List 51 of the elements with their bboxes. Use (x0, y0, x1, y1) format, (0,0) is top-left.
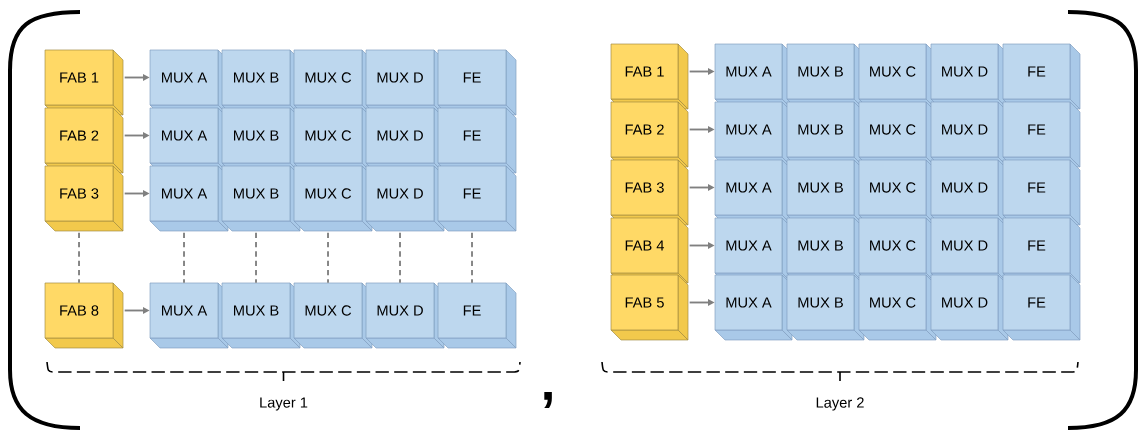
cube-box: MUX C (293, 282, 373, 349)
layer-label: Layer 1 (260, 397, 308, 411)
cube-box: MUX D (365, 165, 445, 232)
cube-box: MUX D (930, 274, 1009, 341)
cube-box: FAB 3 (44, 165, 124, 232)
dotted-line (327, 231, 329, 284)
layer-label: Layer 2 (816, 397, 864, 411)
dotted-line (183, 231, 185, 284)
cube-box: MUX D (930, 43, 1009, 110)
cube-box: FE (1002, 274, 1081, 341)
cube-box: MUX B (786, 101, 865, 168)
cube-box: MUX C (293, 165, 373, 232)
cube-box: MUX A (149, 282, 229, 349)
cube-box: MUX B (221, 49, 301, 116)
cube-box: MUX D (930, 159, 1009, 226)
cube-box: MUX B (786, 274, 865, 341)
cube-box: MUX D (365, 107, 445, 174)
cube-box: MUX D (930, 101, 1009, 168)
cube-box: MUX A (149, 107, 229, 174)
cube-box: FE (437, 165, 517, 232)
cube-box: MUX B (221, 107, 301, 174)
comma: , (544, 391, 552, 409)
cube-box: MUX B (786, 217, 865, 284)
cube-box: MUX D (365, 282, 445, 349)
cube-box: MUX A (149, 165, 229, 232)
cube-box: MUX C (858, 274, 937, 341)
cube-box: MUX C (858, 217, 937, 284)
cube-box: MUX C (858, 43, 937, 110)
dotted-line (78, 231, 80, 284)
dotted-line (471, 231, 473, 284)
cube-box: FAB 5 (610, 274, 689, 341)
cube-box: MUX D (930, 217, 1009, 284)
cube-box: FAB 8 (44, 282, 124, 349)
cube-box: MUX C (293, 49, 373, 116)
cube-box: FE (437, 282, 517, 349)
cube-box: MUX A (714, 217, 793, 284)
cube-box: MUX D (365, 49, 445, 116)
cube-box: MUX C (858, 101, 937, 168)
cube-box: MUX B (786, 159, 865, 226)
cube-box: MUX A (714, 274, 793, 341)
dotted-line (399, 231, 401, 284)
cube-box: MUX C (858, 159, 937, 226)
cube-box: MUX A (149, 49, 229, 116)
cube-box: MUX A (714, 159, 793, 226)
cube-box: MUX B (786, 43, 865, 110)
cube-box: MUX B (221, 165, 301, 232)
cube-box: MUX C (293, 107, 373, 174)
cube-box: MUX A (714, 43, 793, 110)
cube-box: MUX A (714, 101, 793, 168)
cube-box: MUX B (221, 282, 301, 349)
dotted-line (255, 231, 257, 284)
